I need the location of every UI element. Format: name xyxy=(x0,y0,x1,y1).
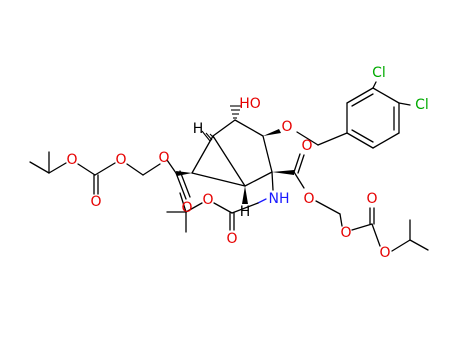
left-carbonyl-oxygen-label: O xyxy=(181,200,192,216)
chlorine-meta-label: Cl xyxy=(372,65,386,81)
atom-labels: HO O Cl Cl NH H H O O O O O O O O O O O … xyxy=(66,65,428,261)
right-ester-oxygen-label: O xyxy=(303,191,314,207)
amine-nh-label: NH xyxy=(269,191,290,207)
dichlorobenzyl-bonds xyxy=(296,81,411,149)
boc-ester-oxygen-label: O xyxy=(202,192,213,208)
hydroxyl-label: HO xyxy=(239,96,261,112)
boc-group-bonds xyxy=(166,171,274,233)
right-isopropoxy-oxygen-label: O xyxy=(379,245,390,261)
right-carbonyl-oxygen-label: O xyxy=(301,138,312,154)
hashed-bond-oh xyxy=(230,105,241,119)
left-ester-oxygen-label: O xyxy=(158,150,169,166)
left-carbonate-oxygen-label: O xyxy=(90,194,101,210)
bridgehead-h-bottom-label: H xyxy=(240,204,251,220)
boc-carbonyl-oxygen-label: O xyxy=(226,231,237,247)
chlorine-para-label: Cl xyxy=(415,97,429,113)
right-ester-chain-bonds xyxy=(293,153,429,252)
hashed-bond-h-top xyxy=(201,130,215,142)
bridgehead-h-top-label: H xyxy=(193,121,204,137)
right-methylene-oxygen-label: O xyxy=(340,225,351,241)
ether-oxygen-label: O xyxy=(281,119,292,135)
wedge-bond-ester-right xyxy=(272,170,294,175)
wedge-bond-ester-left xyxy=(176,171,192,176)
left-ester-chain-bonds xyxy=(29,151,191,200)
left-isopropoxy-oxygen-label: O xyxy=(66,152,77,168)
left-methylene-oxygen-label: O xyxy=(115,152,126,168)
wedge-bond-ether xyxy=(263,129,281,136)
wedge-bond-h-bottom xyxy=(242,186,248,204)
bicyclic-core-bonds xyxy=(191,119,273,187)
right-carbonate-oxygen-label: O xyxy=(366,191,377,207)
